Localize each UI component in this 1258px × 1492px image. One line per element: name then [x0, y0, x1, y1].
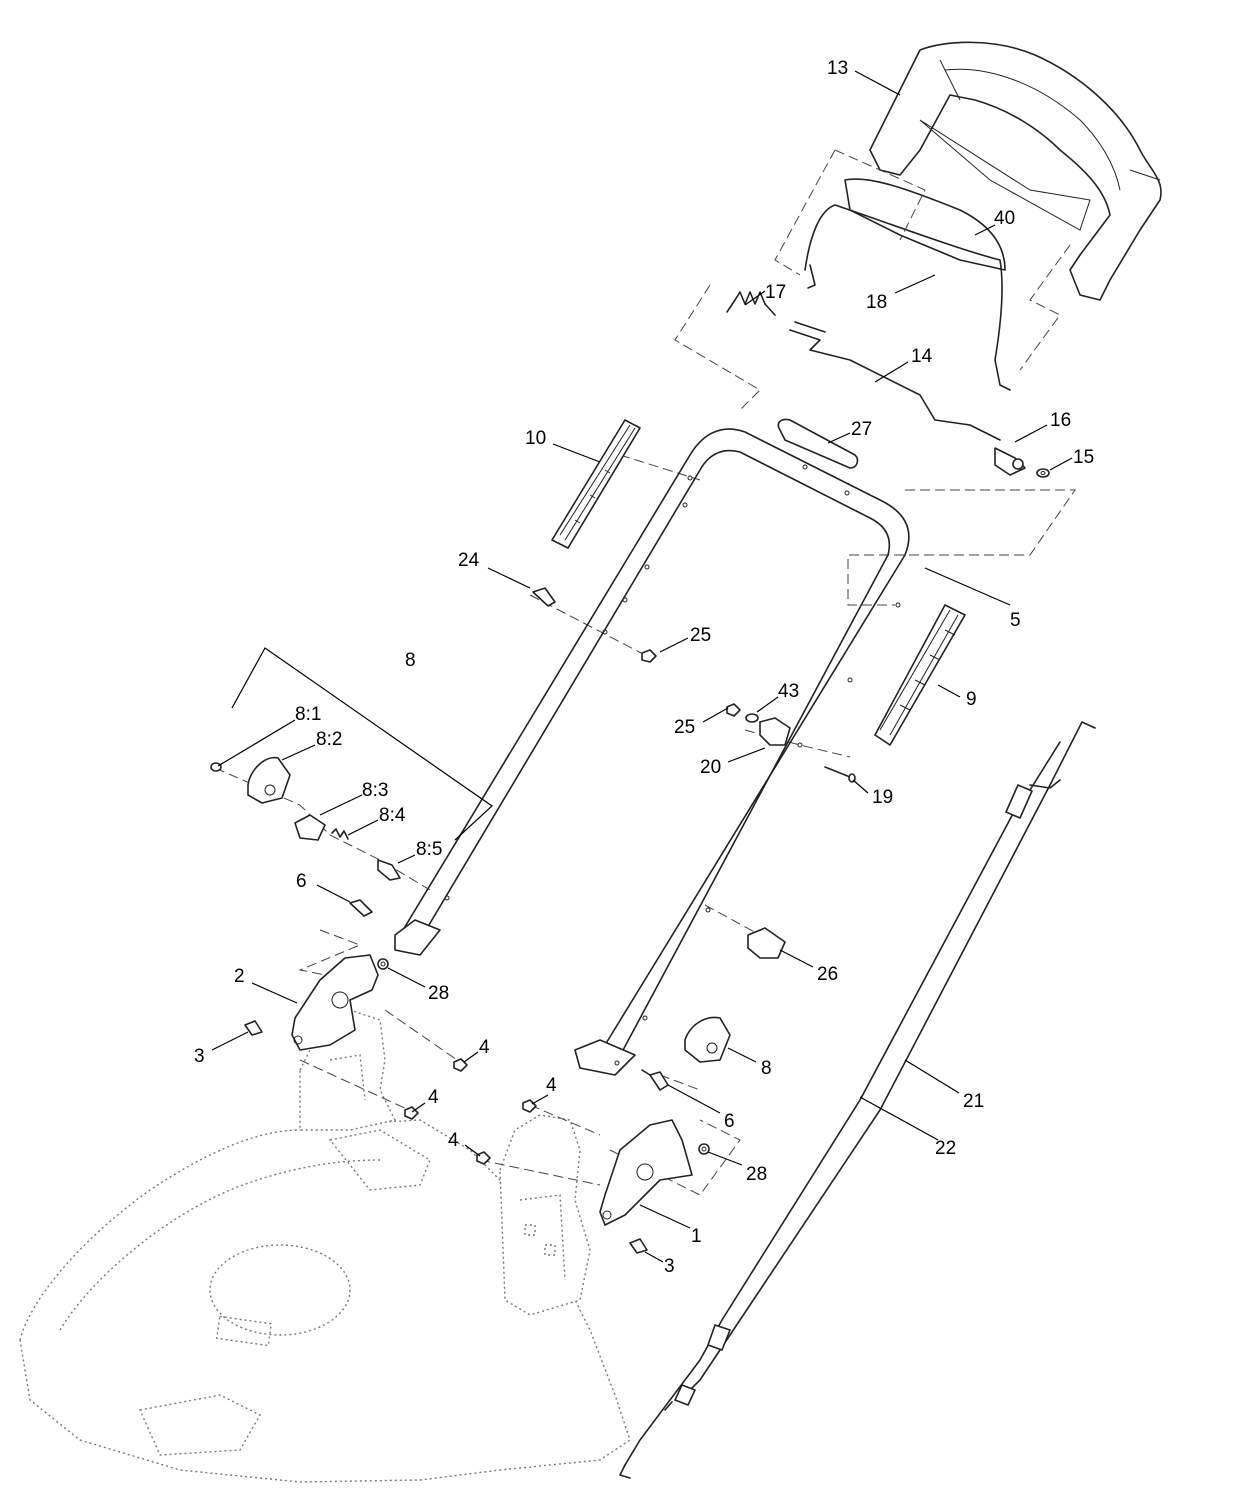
bolt-28-upper [377, 958, 389, 970]
callout-16: 16 [1050, 410, 1071, 431]
bail-rod-18 [804, 204, 1011, 391]
leader-lines [211, 70, 1073, 1263]
block-20 [759, 717, 791, 746]
fitting-16 [994, 447, 1026, 476]
bolt-19 [824, 766, 856, 783]
callout-40: 40 [994, 208, 1015, 229]
callout-6-lower: 6 [724, 1111, 735, 1132]
spring-17 [726, 291, 776, 316]
bolt-3-upper [244, 1020, 263, 1036]
grip-27 [777, 418, 859, 469]
callout-8-5: 8:5 [416, 839, 442, 860]
callout-17: 17 [765, 282, 786, 303]
nut-4-c [522, 1099, 537, 1113]
callout-1: 1 [691, 1226, 702, 1247]
bolt-6-lower [641, 1069, 669, 1091]
callout-15: 15 [1073, 447, 1094, 468]
control-rod-14 [789, 321, 1001, 441]
callout-4-c: 4 [546, 1075, 557, 1096]
callout-26: 26 [817, 964, 838, 985]
callout-27: 27 [851, 419, 872, 440]
callout-8-knob: 8 [761, 1058, 772, 1079]
nut-25-upper [641, 649, 657, 663]
bail-plate-40 [844, 178, 1006, 271]
callout-24: 24 [458, 550, 480, 571]
nut-4-d [476, 1151, 491, 1165]
callout-28-upper: 28 [428, 983, 449, 1004]
callout-8-3: 8:3 [362, 780, 388, 801]
callout-18: 18 [866, 292, 887, 313]
mower-deck [19, 1009, 631, 1483]
knob-assembly-8 [210, 647, 493, 917]
callout-43: 43 [778, 681, 799, 702]
callout-9: 9 [966, 689, 977, 710]
callout-4-d: 4 [448, 1130, 459, 1151]
washer-15 [1036, 468, 1050, 478]
callout-10: 10 [525, 428, 546, 449]
callout-3-lower: 3 [664, 1256, 675, 1277]
nut-25-lower [726, 703, 741, 717]
bracket-2 [291, 954, 379, 1051]
main-handle-5 [394, 428, 910, 1076]
callout-25-upper: 25 [690, 625, 711, 646]
block-26 [747, 927, 786, 959]
cable-22 [619, 741, 1061, 1479]
callout-2: 2 [234, 966, 245, 987]
cable-guide-10 [551, 419, 641, 549]
washer-43 [745, 713, 759, 723]
bolt-28-lower [698, 1143, 710, 1155]
callout-8-4: 8:4 [379, 805, 406, 826]
callout-3-upper: 3 [194, 1046, 205, 1067]
callout-22: 22 [935, 1138, 956, 1159]
callout-labels: 13 40 18 17 14 16 15 10 27 24 5 25 8 9 8… [194, 58, 1094, 1277]
handle-grip-13 [869, 41, 1162, 301]
callout-8-2: 8:2 [316, 729, 342, 750]
callout-4-b: 4 [428, 1087, 439, 1108]
callout-13: 13 [827, 58, 848, 79]
pin-24 [532, 587, 556, 607]
cable-guide-9 [874, 604, 966, 746]
nut-4-a [453, 1058, 468, 1072]
cable-21 [679, 721, 1096, 1401]
callout-25-lower: 25 [674, 717, 695, 738]
bolt-3-lower [629, 1238, 648, 1254]
callout-20: 20 [700, 757, 721, 778]
knob-8 [684, 1016, 731, 1063]
callout-19: 19 [872, 787, 893, 808]
callout-21: 21 [963, 1091, 984, 1112]
callout-28-lower: 28 [746, 1164, 767, 1185]
bracket-1 [599, 1119, 693, 1226]
callout-6-upper: 6 [296, 871, 307, 892]
callout-5: 5 [1010, 610, 1021, 631]
callout-4-a: 4 [479, 1037, 490, 1058]
callout-8-1: 8:1 [295, 704, 321, 725]
callout-8-group: 8 [405, 650, 416, 671]
callout-14: 14 [911, 346, 933, 367]
